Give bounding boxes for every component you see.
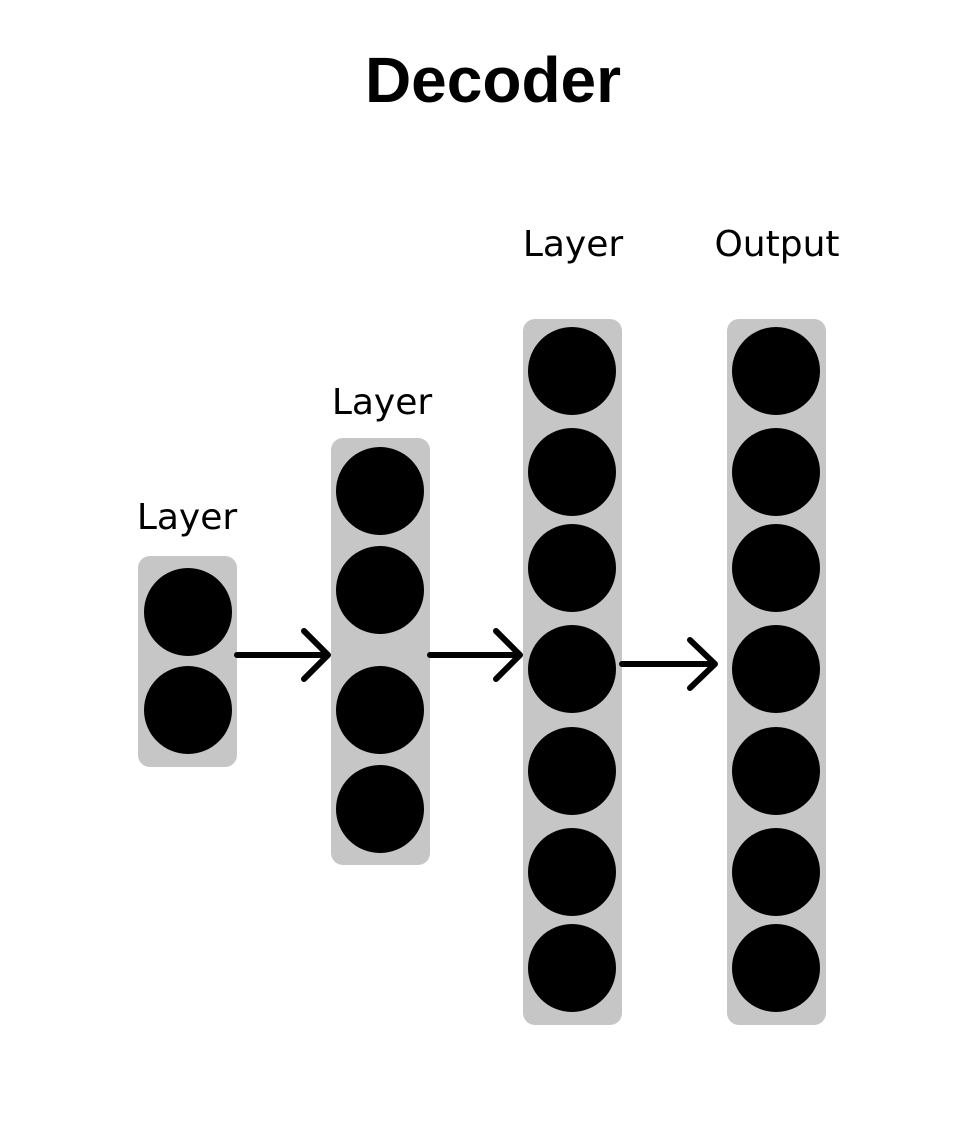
layer-3-node-1 [528,327,616,415]
layer-2-node-2 [336,546,424,634]
layer-1-node-2 [144,666,232,754]
layer-4-node-2 [732,428,820,516]
layer-3-node-5 [528,727,616,815]
diagram-title: Decoder [365,44,621,116]
layer-3-node-2 [528,428,616,516]
layer-4-node-6 [732,828,820,916]
layer-1: Layer [137,497,238,767]
layer-2: Layer [331,382,432,865]
arrow-layer-2-to-layer-3 [427,628,523,682]
layer-4-node-5 [732,727,820,815]
layer-3-label: Layer [523,224,624,265]
layer-3-node-3 [528,524,616,612]
layer-3: Layer [523,224,624,1025]
arrow-1-to-2 [234,628,331,682]
arrow-3-to-output [619,637,718,691]
layer-2-node-3 [336,666,424,754]
layer-1-label: Layer [137,497,238,538]
layer-2-node-1 [336,447,424,535]
arrow-2-to-3 [427,628,523,682]
layer-3-node-7 [528,924,616,1012]
arrow-layer-1-to-layer-2 [234,628,331,682]
layer-2-node-4 [336,765,424,853]
layer-1-node-1 [144,568,232,656]
layer-3-node-4 [528,625,616,713]
arrow-layer-3-to-output [619,637,718,691]
layer-2-panel [331,438,430,865]
output-layer-label: Output [714,224,839,265]
layer-4-node-1 [732,327,820,415]
layer-4-node-7 [732,924,820,1012]
layer-4-node-4 [732,625,820,713]
layer-2-label: Layer [332,382,433,423]
layer-4-node-3 [732,524,820,612]
output-layer: Output [714,224,840,1025]
layer-3-node-6 [528,828,616,916]
